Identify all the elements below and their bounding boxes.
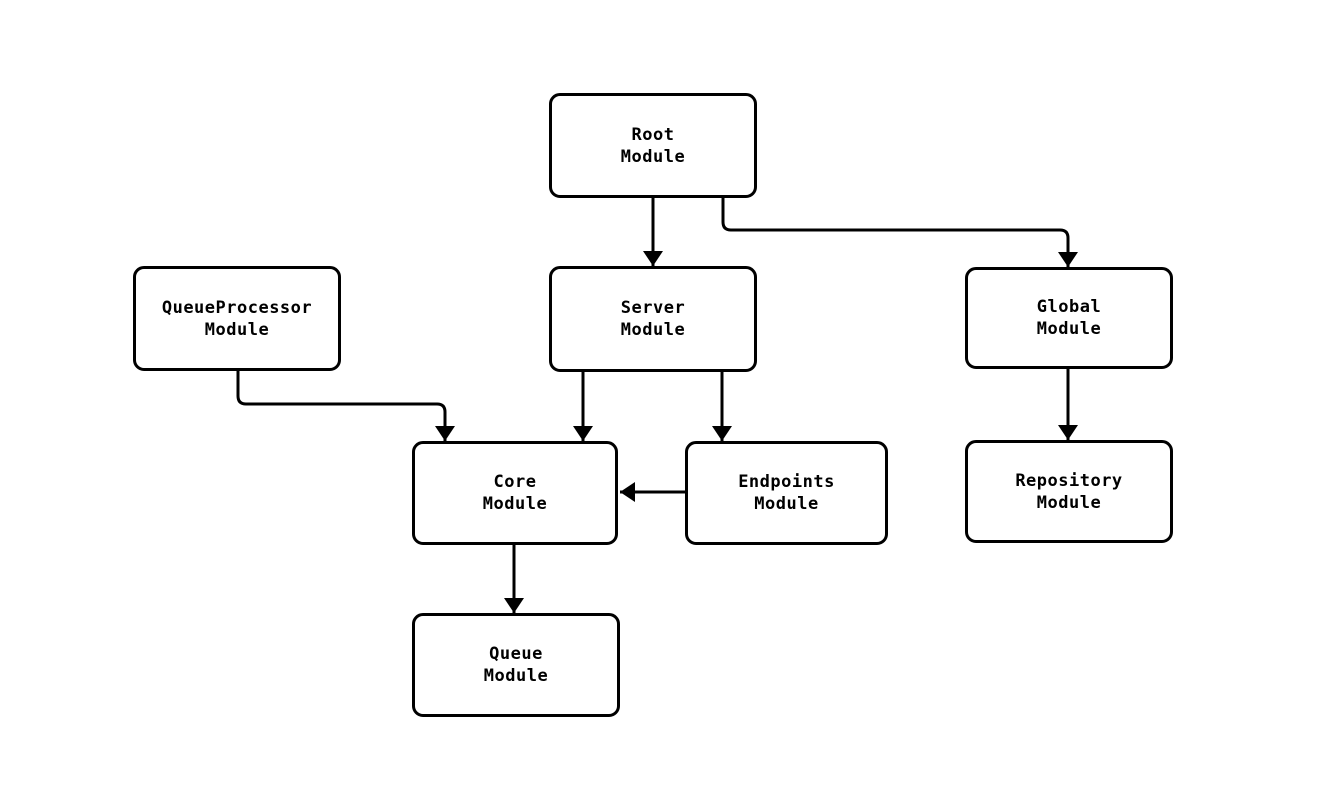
- node-global-module: Global Module: [965, 267, 1173, 369]
- node-core-module: Core Module: [412, 441, 618, 545]
- node-label: QueueProcessor Module: [161, 297, 313, 340]
- node-label: Repository Module: [1015, 470, 1123, 513]
- node-root-module: Root Module: [549, 93, 757, 198]
- edge-root-to-global: [721, 198, 1078, 267]
- node-label: Global Module: [1036, 297, 1102, 339]
- node-endpoints-module: Endpoints Module: [685, 441, 888, 545]
- node-queue-module: Queue Module: [412, 613, 620, 717]
- node-label: Endpoints Module: [738, 472, 835, 514]
- node-repository-module: Repository Module: [965, 440, 1173, 543]
- node-label: Server Module: [620, 298, 686, 340]
- node-label: Queue Module: [483, 644, 549, 686]
- node-server-module: Server Module: [549, 266, 757, 372]
- node-queue-processor-module: QueueProcessor Module: [133, 266, 341, 371]
- node-label: Core Module: [482, 472, 548, 514]
- edge-queue-processor-to-core: [236, 371, 455, 441]
- node-label: Root Module: [620, 124, 686, 167]
